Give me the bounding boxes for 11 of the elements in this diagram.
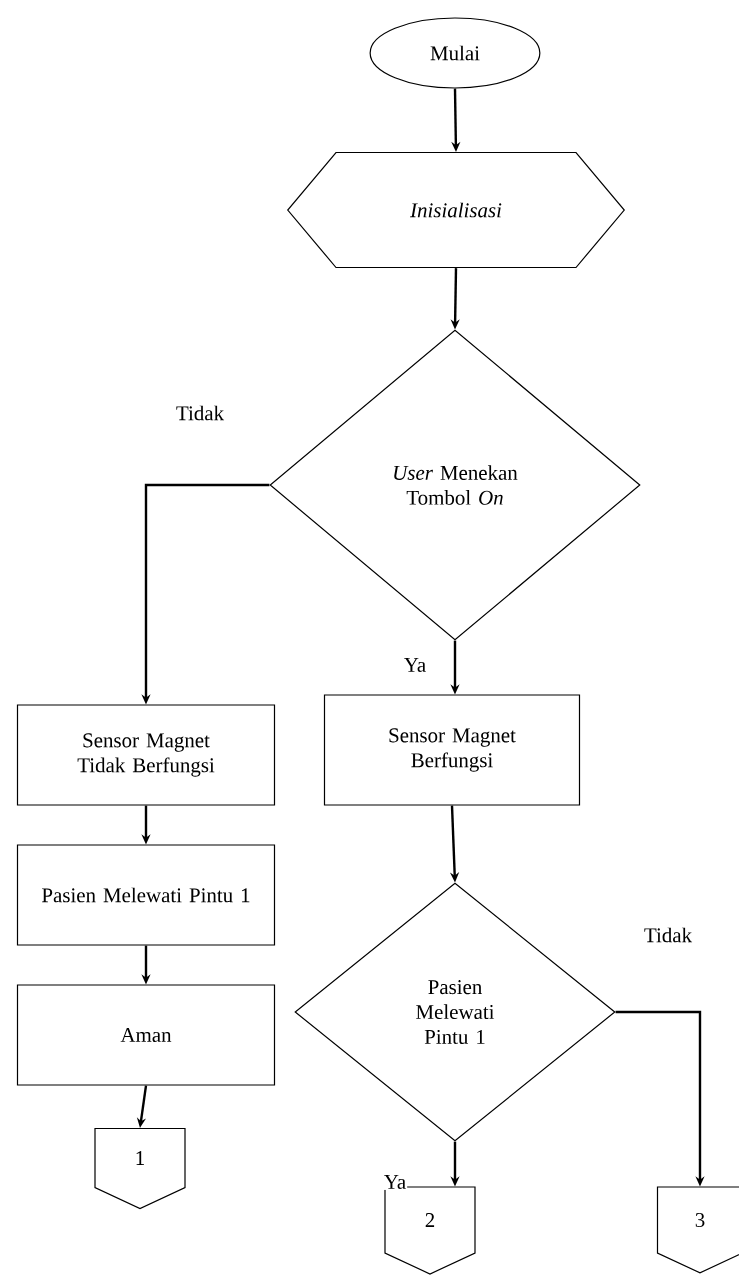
edge-label: Tidak <box>174 404 226 422</box>
offpage-connector: 3 <box>656 1186 739 1274</box>
edge-label: Tidak <box>642 926 694 944</box>
offpage-connector: 1 <box>94 1127 186 1210</box>
process-box: Pasien Melewati Pintu 1 <box>16 844 276 946</box>
edge-label: Ya <box>402 657 428 673</box>
preparation-hexagon: Inisialisasi <box>286 151 626 269</box>
edge-label: Ya <box>382 1174 408 1190</box>
process-box: Sensor Magnet Tidak Berfungsi <box>16 704 276 806</box>
process-box: Sensor Magnet Berfungsi <box>323 694 581 806</box>
process-box: Aman <box>16 984 276 1086</box>
